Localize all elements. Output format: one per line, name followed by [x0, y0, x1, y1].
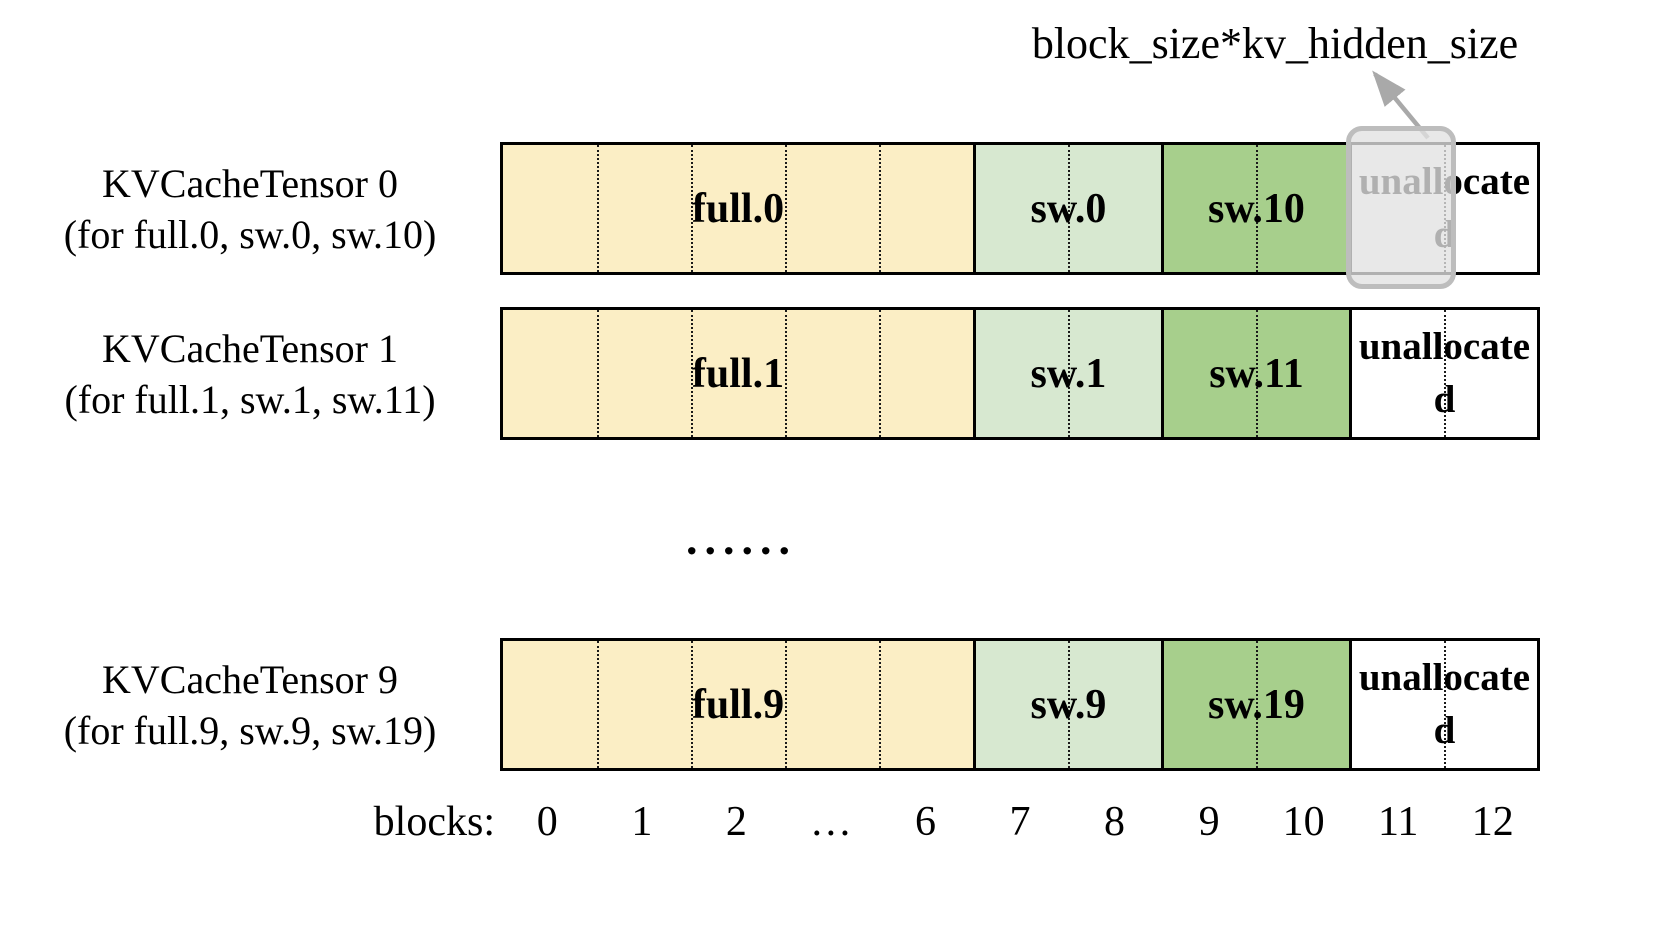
tensor-title: KVCacheTensor 0: [102, 160, 398, 206]
axis-tick: 6: [914, 799, 936, 845]
segment-sw: sw.0: [972, 145, 1161, 272]
axis-tick: 2: [725, 799, 747, 845]
segment-label: sw.1: [1030, 350, 1107, 397]
block-divider: [596, 145, 599, 272]
tensor-subtitle: (for full.0, sw.0, sw.10): [63, 211, 437, 257]
block-divider: [1068, 145, 1071, 272]
block-divider: [1256, 145, 1259, 272]
block-divider: [878, 641, 881, 768]
segment-full: full.1: [503, 310, 973, 437]
segment-label: unallocated: [1358, 324, 1531, 421]
block-divider: [690, 641, 693, 768]
tensor-subtitle: (for full.9, sw.9, sw.19): [63, 707, 437, 753]
rows-ellipsis: ......: [686, 513, 797, 564]
segment-label: full.0: [691, 185, 785, 232]
blocks-axis-ticks: 0 1 2 … 6 7 8 9 10 11 12: [500, 798, 1540, 846]
block-divider: [690, 310, 693, 437]
block-divider: [1444, 310, 1447, 437]
block-divider: [784, 145, 787, 272]
segment-sw1x: sw.11: [1160, 310, 1349, 437]
block-divider: [596, 310, 599, 437]
axis-tick: 1: [631, 799, 653, 845]
tensor-row-9-label: KVCacheTensor 9 (for full.9, sw.9, sw.19…: [10, 653, 490, 755]
tensor-row-9: KVCacheTensor 9 (for full.9, sw.9, sw.19…: [0, 638, 1676, 771]
tensor-bar-9: full.9 sw.9 sw.19 unallocated: [500, 638, 1540, 771]
segment-full: full.0: [503, 145, 973, 272]
segment-label: sw.19: [1208, 681, 1305, 728]
segment-label: full.1: [691, 350, 785, 397]
blocks-axis-label: blocks:: [373, 799, 495, 845]
block-divider: [1256, 310, 1259, 437]
segment-label: full.9: [691, 681, 785, 728]
segment-label: unallocated: [1358, 655, 1531, 752]
segment-sw: sw.9: [972, 641, 1161, 768]
segment-sw: sw.1: [972, 310, 1161, 437]
segment-label: sw.9: [1030, 681, 1107, 728]
axis-tick: 12: [1471, 799, 1514, 845]
segment-label: sw.0: [1030, 185, 1107, 232]
block-divider: [1444, 641, 1447, 768]
block-divider: [878, 310, 881, 437]
tensor-row-1-label: KVCacheTensor 1 (for full.1, sw.1, sw.11…: [10, 322, 490, 424]
block-divider: [690, 145, 693, 272]
block-divider: [1256, 641, 1259, 768]
axis-tick: …: [809, 799, 852, 845]
axis-tick: 11: [1377, 799, 1419, 845]
segment-unallocated: unallocated: [1348, 641, 1537, 768]
block-divider: [784, 310, 787, 437]
tensor-bar-1: full.1 sw.1 sw.11 unallocated: [500, 307, 1540, 440]
tensor-row-0-label: KVCacheTensor 0 (for full.0, sw.0, sw.10…: [10, 157, 490, 259]
axis-tick: 7: [1009, 799, 1031, 845]
axis-tick: 10: [1282, 799, 1325, 845]
axis-tick: 9: [1198, 799, 1220, 845]
block-divider: [878, 145, 881, 272]
tensor-row-1: KVCacheTensor 1 (for full.1, sw.1, sw.11…: [0, 307, 1676, 440]
block-divider: [1068, 641, 1071, 768]
block-divider: [784, 641, 787, 768]
block-divider: [596, 641, 599, 768]
segment-unallocated: unallocated: [1348, 310, 1537, 437]
axis-tick: 0: [536, 799, 558, 845]
block-size-annotation: block_size*kv_hidden_size: [1031, 19, 1519, 68]
highlighted-block-outline: [1346, 126, 1456, 289]
segment-full: full.9: [503, 641, 973, 768]
tensor-title: KVCacheTensor 9: [102, 656, 398, 702]
segment-sw1x: sw.19: [1160, 641, 1349, 768]
tensor-subtitle: (for full.1, sw.1, sw.11): [64, 376, 436, 422]
segment-label: sw.11: [1209, 350, 1304, 397]
axis-tick: 8: [1104, 799, 1126, 845]
segment-sw1x: sw.10: [1160, 145, 1349, 272]
tensor-title: KVCacheTensor 1: [102, 325, 398, 371]
segment-label: sw.10: [1208, 185, 1305, 232]
block-divider: [1068, 310, 1071, 437]
